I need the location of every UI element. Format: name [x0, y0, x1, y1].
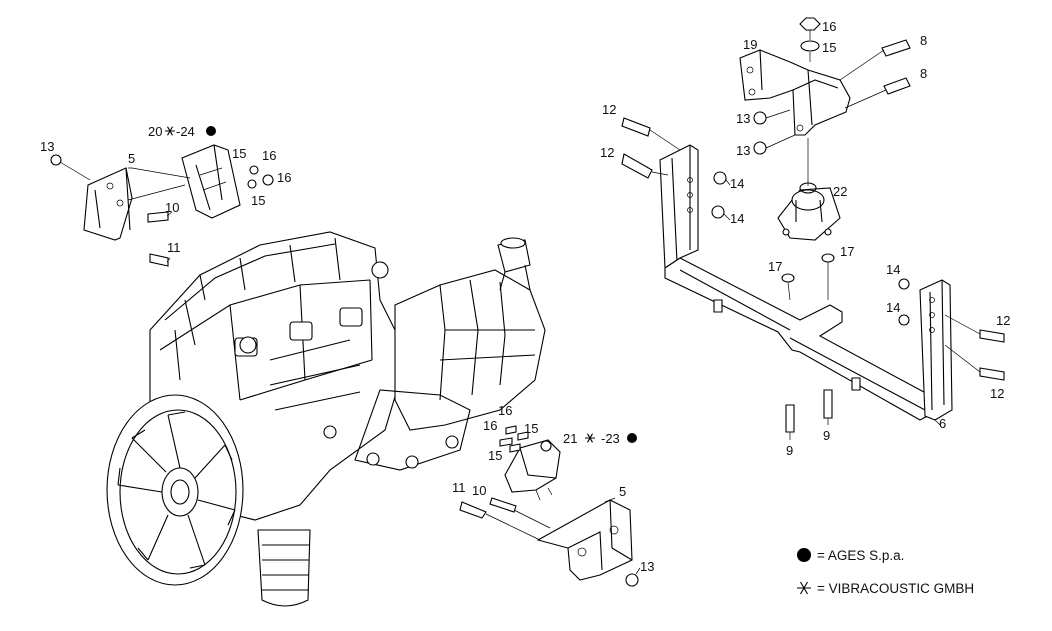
filled-dot-icon: [206, 126, 216, 136]
label-6: 6: [939, 416, 946, 431]
label-15: 15: [524, 421, 538, 436]
label-16: 16: [262, 148, 276, 163]
part-labels: 13 5 20 -24 15 16 16 15 10 11 16 16 15 1…: [40, 19, 1010, 574]
label-8: 8: [920, 66, 927, 81]
label-13: 13: [40, 139, 54, 154]
label-13: 13: [736, 111, 750, 126]
label-14: 14: [730, 176, 744, 191]
label-10: 10: [472, 483, 486, 498]
label-12: 12: [990, 386, 1004, 401]
asterisk-icon: [165, 126, 175, 136]
legend-vibracoustic: = VIBRACOUSTIC GMBH: [817, 581, 974, 596]
filled-dot-icon: [627, 433, 637, 443]
label-16: 16: [822, 19, 836, 34]
right-upper-bracket: [739, 49, 851, 136]
supplier-markers: [165, 126, 637, 443]
left-upper-mount: [181, 144, 241, 219]
label-13: 13: [640, 559, 654, 574]
label-13: 13: [736, 143, 750, 158]
label-5: 5: [619, 484, 626, 499]
label-23: -23: [601, 431, 620, 446]
label-15: 15: [488, 448, 502, 463]
right-fasteners: [621, 17, 1005, 433]
label-16: 16: [483, 418, 497, 433]
filled-dot-icon: [797, 548, 811, 562]
label-17: 17: [768, 259, 782, 274]
label-9: 9: [786, 443, 793, 458]
label-12: 12: [600, 145, 614, 160]
crossmember-frame: [659, 144, 953, 421]
label-10: 10: [165, 200, 179, 215]
label-17: 17: [840, 244, 854, 259]
label-15: 15: [251, 193, 265, 208]
label-12: 12: [602, 102, 616, 117]
label-11: 11: [167, 240, 181, 255]
label-14: 14: [730, 211, 744, 226]
label-11: 11: [452, 480, 466, 495]
leader-lines-lower: [485, 497, 641, 575]
label-21: 21: [563, 431, 577, 446]
lower-right-bracket: [459, 497, 639, 587]
leader-lines-right: [649, 30, 981, 440]
label-15: 15: [232, 146, 246, 161]
label-14: 14: [886, 262, 900, 277]
small-nuts-left: [50, 154, 274, 267]
label-24: -24: [176, 124, 195, 139]
label-19: 19: [743, 37, 757, 52]
label-14: 14: [886, 300, 900, 315]
label-8: 8: [920, 33, 927, 48]
label-9: 9: [823, 428, 830, 443]
asterisk-icon: [585, 433, 595, 443]
right-engine-mount: [777, 182, 841, 241]
label-16: 16: [498, 403, 512, 418]
legend-ages: = AGES S.p.a.: [817, 548, 904, 563]
label-20: 20: [148, 124, 162, 139]
left-upper-bracket: [83, 167, 133, 241]
engine-gearbox-assembly: [106, 231, 546, 607]
legend: = AGES S.p.a. = VIBRACOUSTIC GMBH: [797, 548, 974, 596]
lower-center-mount: [499, 425, 561, 501]
asterisk-icon: [797, 581, 811, 595]
label-16: 16: [277, 170, 291, 185]
label-15: 15: [822, 40, 836, 55]
label-22: 22: [833, 184, 847, 199]
leader-lines-left: [59, 161, 191, 263]
label-12: 12: [996, 313, 1010, 328]
label-5: 5: [128, 151, 135, 166]
